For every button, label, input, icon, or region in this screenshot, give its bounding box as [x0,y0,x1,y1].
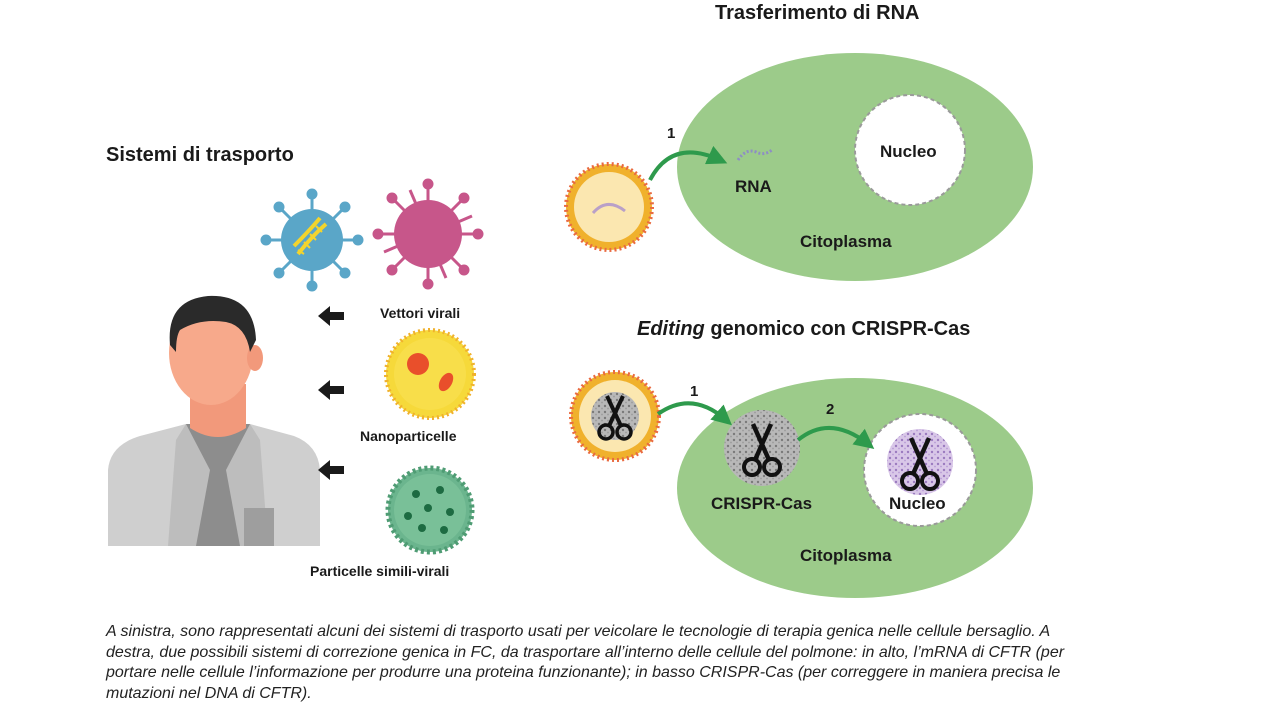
scissors-icon [900,437,940,491]
transport-arrow-2 [318,380,344,400]
viral-vector-pink-icon [372,178,484,290]
label-crispr-cas: CRISPR-Cas [711,494,813,513]
label-bottom-nucleus: Nucleo [889,494,946,513]
top-step-number: 1 [667,125,676,142]
label-viral-vectors: Vettori virali [380,305,461,321]
scissors-icon [597,395,633,441]
left-panel-title: Sistemi di trasporto [106,144,294,166]
transport-arrow-3 [318,460,344,480]
scissors-icon [742,423,782,477]
bottom-arrow-2 [796,426,875,449]
top-cell-nucleus [854,94,966,206]
bottom-arrow-1 [656,401,733,426]
bottom-panel-title-rest: genomico con CRISPR-Cas [704,318,971,340]
label-top-cytoplasm: Citoplasma [800,232,892,251]
person-illustration [108,295,320,546]
nanoparticle-icon [384,328,476,420]
virus-like-particle-icon [385,465,475,555]
label-bottom-cytoplasm: Citoplasma [800,546,892,565]
bottom-step-2: 2 [826,401,835,418]
bottom-panel-title: Editing genomico con CRISPR-Cas [637,318,970,341]
label-vlp: Particelle simili-virali [310,563,450,579]
top-lipid-nanoparticle-icon [564,162,654,252]
figure-caption: A sinistra, sono rappresentati alcuni de… [106,623,1065,702]
label-rna: RNA [735,177,772,196]
label-nanoparticles: Nanoparticelle [360,428,457,444]
top-arrow [648,145,728,181]
top-panel-title: Trasferimento di RNA [715,2,920,24]
rna-strand [736,148,773,161]
bottom-panel-title-italic: Editing [637,318,705,340]
transport-arrow-1 [318,306,344,326]
viral-vector-blue-icon [260,188,364,292]
label-top-nucleus: Nucleo [880,142,937,161]
bottom-step-1: 1 [690,383,699,400]
